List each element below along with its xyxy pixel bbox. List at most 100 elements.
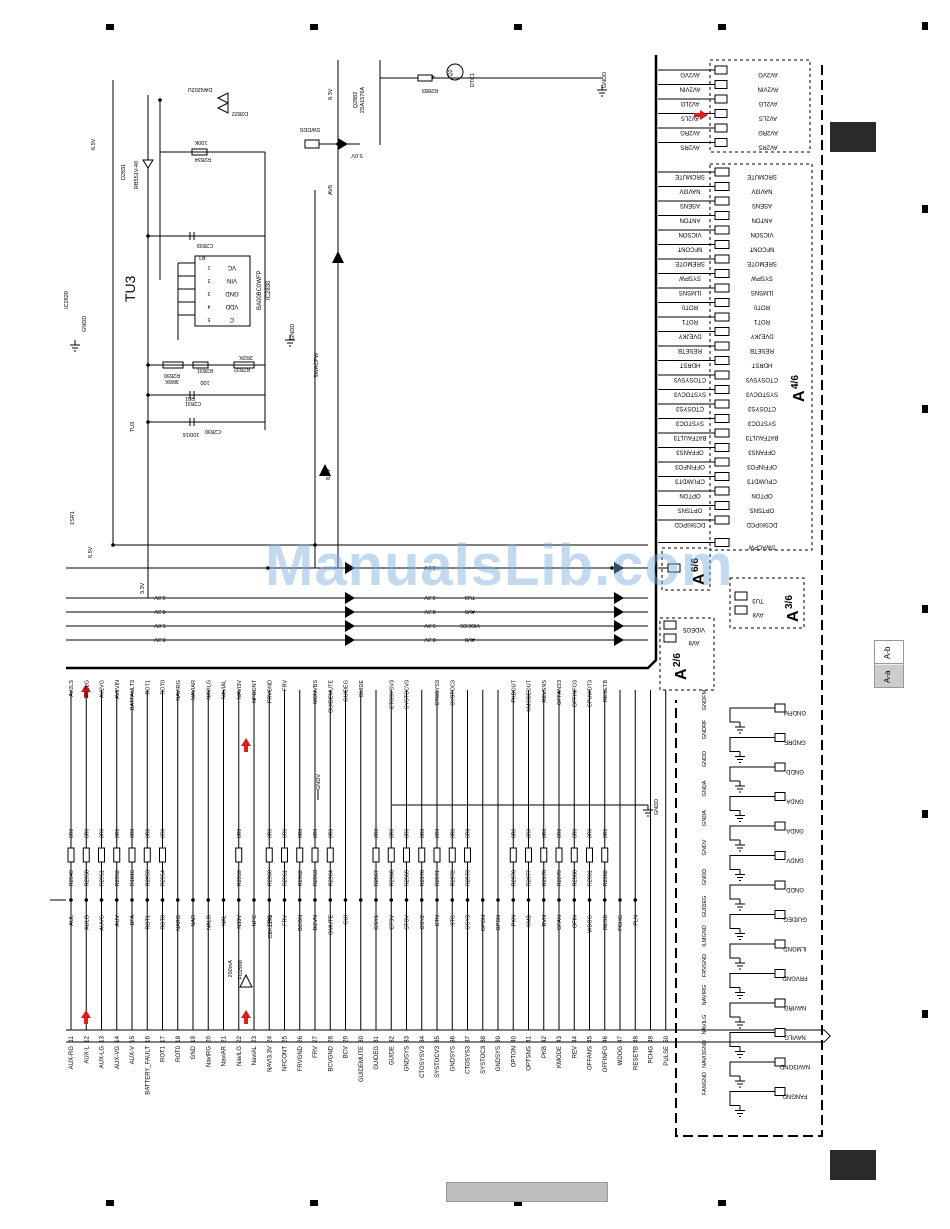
component-label: IC2820 [64, 291, 70, 309]
sheet-box-a26 [659, 617, 715, 691]
pin-name: KMODE [557, 1046, 563, 1068]
component-label: R2883 [422, 87, 438, 93]
resistor-ref: R2949 [69, 870, 75, 886]
sheet-box-av2 [709, 59, 811, 153]
junction-dot [313, 543, 317, 547]
junction-dot [511, 898, 516, 902]
net-name: FRG [267, 915, 273, 927]
net-top-label: NAVIRG [176, 680, 182, 701]
connector-pin [714, 443, 730, 452]
net-name: KMB [527, 915, 533, 927]
block-frame [66, 55, 658, 670]
ic-pin-number: 4 [207, 303, 210, 309]
resistor-ref: R2959 [237, 870, 243, 886]
junction-dot [111, 543, 115, 547]
component-label: SWDDS [299, 126, 320, 132]
gnd-group-label: GNDA [702, 780, 708, 796]
gnd-wire [729, 855, 775, 870]
junction-dot [236, 898, 241, 902]
gnd-wire [729, 766, 775, 782]
gnd-wire [729, 1061, 775, 1077]
connector-pin [714, 356, 730, 365]
resistor-value: 0R0 [328, 829, 334, 838]
connector-pin [714, 370, 730, 380]
net-name: AUVG [100, 915, 106, 931]
bus-voltage-label: 5.0V [424, 622, 436, 628]
connector-pin [774, 703, 786, 713]
bus-arrow-icon [614, 634, 624, 646]
registration-mark-side-5 [922, 810, 928, 818]
bus-voltage-label: 3.3V [140, 582, 146, 594]
net-name: GMUTE [328, 915, 334, 935]
net-name: OPSN [496, 915, 502, 931]
right-mid-pin-label: SRCMUTE [747, 173, 777, 179]
av2ls-red-arrow-icon [84, 692, 88, 698]
ic-pin-number: 1 [207, 264, 210, 270]
resistor-value: 0R0 [557, 829, 563, 838]
right-mid-net-label: SRCMUTE [675, 173, 705, 179]
gnd-pin-label: NAVILG [784, 1034, 806, 1040]
pin-number: 32 [389, 1035, 395, 1042]
component-label: RB551V-40 [134, 161, 140, 189]
component-label: 100/16 [183, 431, 200, 437]
right-mid-net-label: ROT1 [681, 318, 698, 324]
page-scroll-bar[interactable] [446, 1182, 608, 1202]
junction-dot [146, 234, 150, 238]
junction-dot [84, 898, 89, 902]
gnd-group-label: GNDFM [702, 690, 708, 711]
pin-name: GNDSYS [405, 1046, 411, 1071]
gnd-wire [729, 707, 775, 723]
junction-dot [313, 898, 317, 902]
fuse-part: CEK1276 [268, 915, 274, 939]
resistor [128, 847, 136, 863]
junction-dot [389, 898, 394, 902]
junction-dot [343, 898, 348, 902]
net-top-label: REVSNS [542, 680, 548, 703]
pin-number: 28 [328, 1035, 334, 1042]
rail-label: 8.3V [326, 468, 332, 480]
gnd-wire [729, 1032, 775, 1047]
resistor [601, 847, 609, 863]
right-top-net-label: AV2VG [680, 71, 700, 77]
net-name: AULG [84, 915, 90, 930]
pin-number: 49 [649, 1035, 655, 1042]
rail-label: AV8 [328, 185, 334, 195]
diode-icon [216, 92, 229, 104]
resistor-ref: R2977 [527, 870, 533, 886]
net-top-label: AV2LS [69, 680, 75, 697]
pin-number: 19 [191, 1035, 197, 1042]
connector-pin [714, 182, 730, 191]
net-name: GSY3 [466, 915, 472, 930]
resistor-value: 0R0 [527, 829, 533, 838]
connector-pin [774, 792, 786, 801]
resistor-value: 0R0 [542, 829, 548, 838]
right-mid-net-label: ILMSNS [679, 289, 701, 295]
page-side-tab[interactable]: A-b A-a [874, 640, 904, 688]
net-top-label: CPUWDT3 [588, 680, 594, 707]
ref36-label: AV8 [752, 611, 764, 617]
resistor-value: 0R0 [237, 829, 243, 838]
junction-dot [267, 898, 272, 902]
net-top-label: NAVIAL [222, 680, 228, 699]
bus-rail-label: AV8 [465, 636, 475, 642]
connector-pin [714, 457, 730, 467]
right-mid-net-label: SYSPW [679, 275, 701, 281]
pin-name: CTOSYSV3 [420, 1045, 426, 1078]
registration-mark-side-1 [922, 22, 928, 30]
connector-pin [774, 1028, 786, 1037]
net-top-label: GUIDEG [344, 680, 350, 702]
net-name: ROT0 [161, 915, 167, 930]
net-top-label: BATFAULT3 [130, 680, 136, 710]
pin-name: OFFANS [588, 1046, 594, 1070]
resistor-ref: R2967 [374, 870, 380, 886]
resistor-value: 0R0 [603, 829, 609, 838]
pin-number: 36 [450, 1035, 456, 1042]
net-name: WDOG [588, 915, 594, 933]
component-label: DTC1 [470, 73, 476, 87]
resistor-ref: R2953 [145, 870, 151, 886]
resistor [525, 847, 532, 863]
right-top-net-label: AV2LG [680, 100, 699, 106]
pin-name: FRVGND [298, 1045, 304, 1071]
net-name: GSY2 [420, 915, 426, 930]
resistor-ref: R2973 [466, 870, 472, 886]
